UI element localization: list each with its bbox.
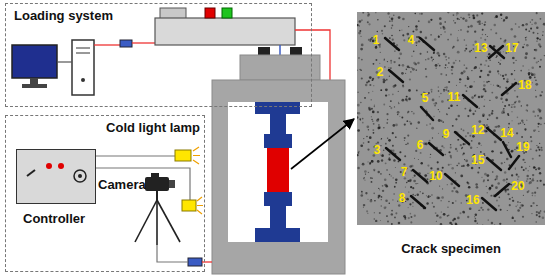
callout-number: 7 bbox=[401, 166, 408, 178]
callout-number: 9 bbox=[443, 128, 450, 140]
callout-number: 15 bbox=[471, 154, 484, 166]
callout-number: 18 bbox=[518, 79, 531, 91]
callout-number: 6 bbox=[417, 139, 424, 151]
callout-number: 4 bbox=[408, 34, 415, 46]
callout-number: 1 bbox=[373, 34, 380, 46]
callout-number: 17 bbox=[505, 42, 518, 54]
callout-number: 5 bbox=[422, 92, 429, 104]
group-heading: Loading system bbox=[14, 9, 113, 24]
lamp-camera-group: Cold light lampController bbox=[5, 115, 205, 272]
controller-box: Controller bbox=[16, 149, 96, 204]
callout-number: 16 bbox=[466, 194, 479, 206]
controller-knobs bbox=[17, 150, 94, 202]
callout-number: 13 bbox=[474, 42, 487, 54]
callout-number: 20 bbox=[511, 180, 524, 192]
cold-light-lamp bbox=[182, 197, 203, 214]
loading-control-unit bbox=[94, 8, 330, 80]
wire bbox=[95, 168, 190, 200]
callout-number: 14 bbox=[500, 127, 513, 139]
wire bbox=[57, 61, 72, 62]
callout-number: 12 bbox=[471, 124, 484, 136]
monitor-icon bbox=[12, 45, 57, 88]
callout-number: 8 bbox=[399, 192, 406, 204]
group-heading: Controller bbox=[23, 212, 85, 227]
callout-number: 3 bbox=[374, 144, 381, 156]
connector bbox=[157, 245, 212, 266]
cold-light-lamp bbox=[175, 147, 200, 164]
pc-tower-icon bbox=[72, 40, 94, 95]
testing-machine bbox=[212, 47, 345, 274]
wire bbox=[95, 155, 175, 156]
group-heading: Crack specimen bbox=[401, 242, 501, 257]
zoom-arrow bbox=[291, 119, 354, 169]
callout-number: 2 bbox=[377, 66, 384, 78]
callout-number: 19 bbox=[516, 141, 529, 153]
callout-number: 10 bbox=[429, 170, 442, 182]
specimen bbox=[267, 148, 289, 192]
loading-system-group: Loading system bbox=[5, 3, 312, 107]
group-heading: Cold light lamp bbox=[106, 121, 200, 136]
callout-number: 11 bbox=[448, 91, 461, 103]
part-label: Camera bbox=[98, 178, 146, 191]
